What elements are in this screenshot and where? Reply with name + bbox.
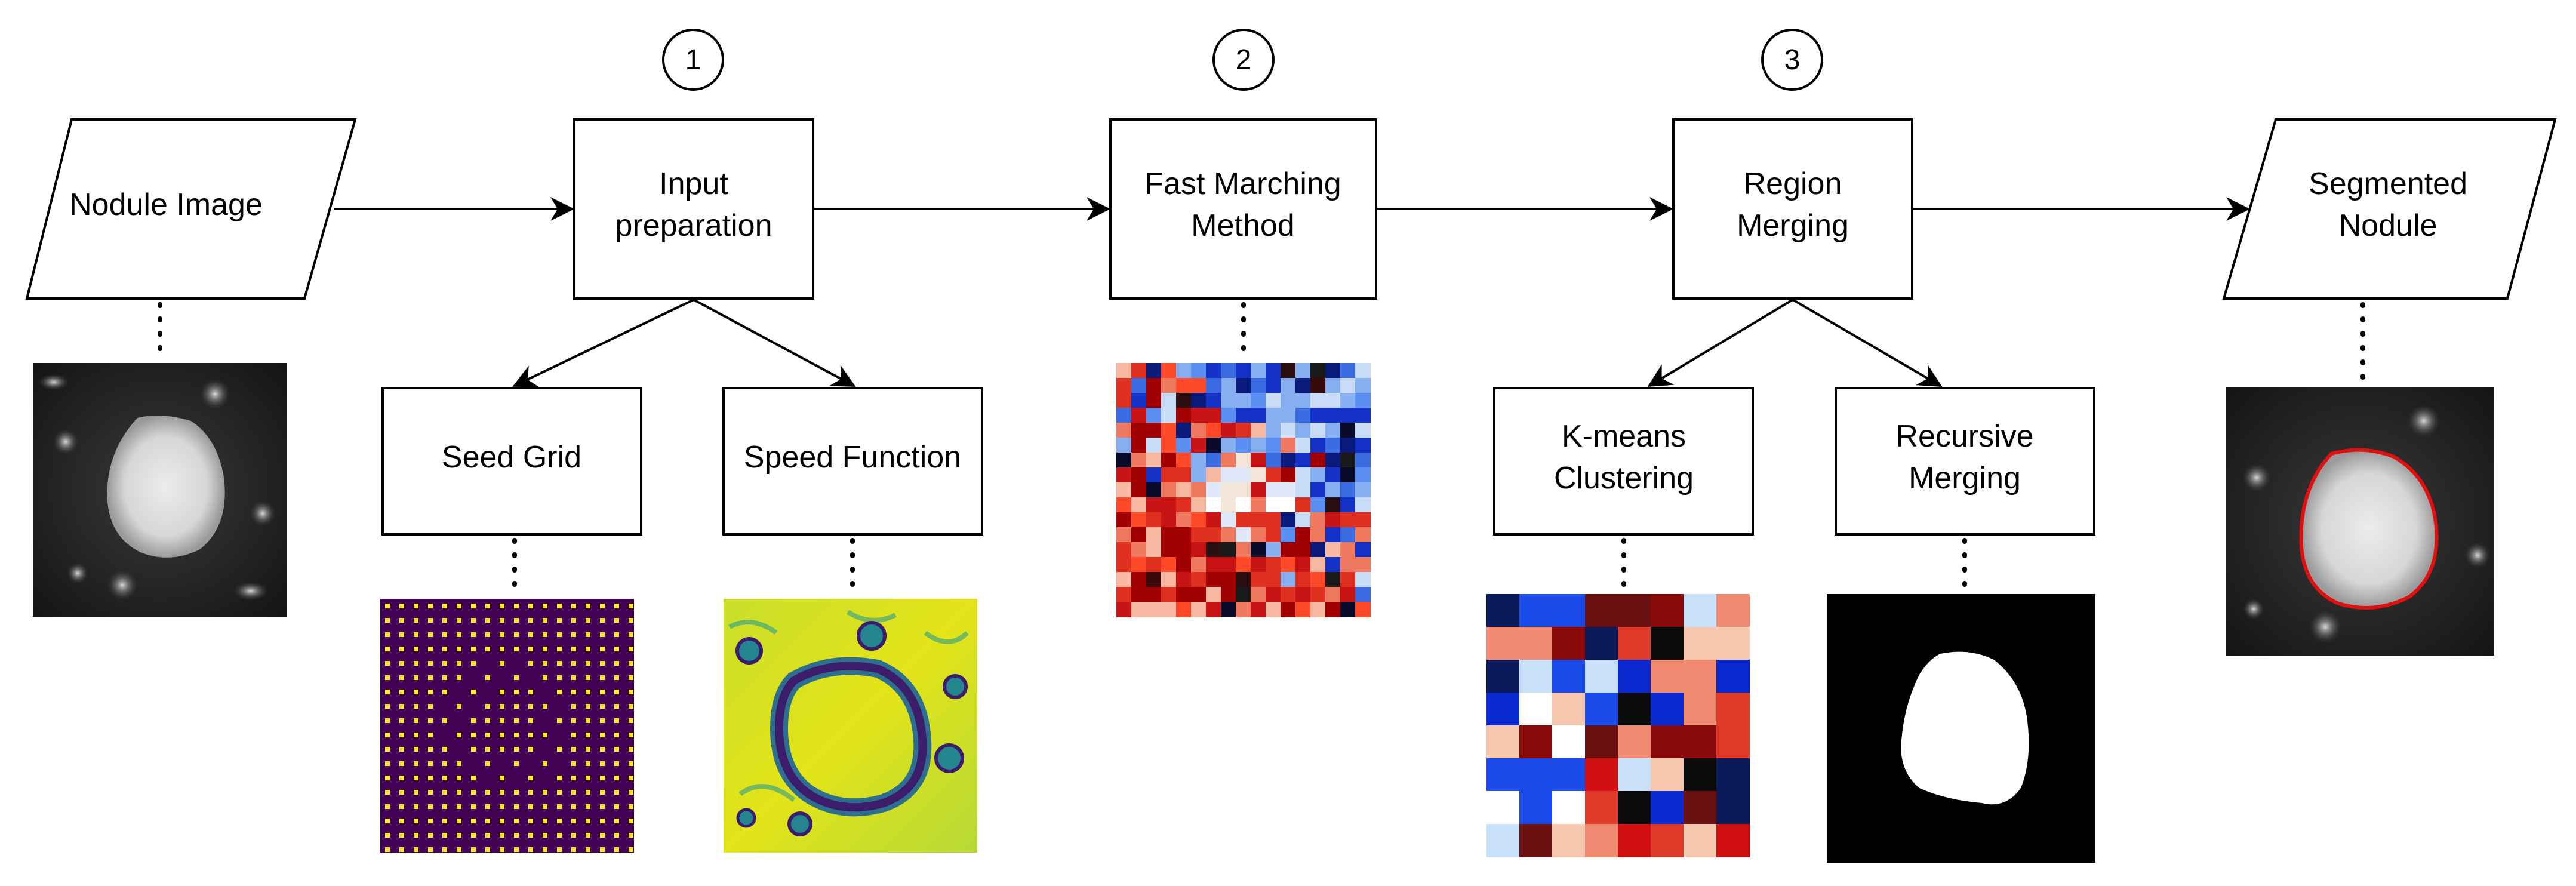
seed-grid-image — [380, 599, 634, 853]
arrow-merging-to-recursive — [1792, 299, 1943, 387]
arrow-merging-to-kmeans — [1647, 299, 1794, 387]
fast-marching-line1: Fast Marching — [1144, 167, 1341, 201]
kmeans-clustering-box: K-means Clustering — [1493, 387, 1754, 536]
nodule-image-label: Nodule Image — [69, 187, 263, 222]
kmeans-line1: K-means — [1562, 419, 1686, 454]
arrow-preparation-to-speed-function — [693, 299, 856, 387]
input-preparation-box: Input preparation — [573, 118, 814, 300]
stage-number-3-label: 3 — [1784, 44, 1801, 76]
recursive-merging-box: Recursive Merging — [1835, 387, 2095, 536]
region-merging-line1: Region — [1744, 167, 1842, 201]
speed-function-image — [724, 599, 977, 853]
recursive-line2: Merging — [1909, 461, 2021, 496]
seed-grid-label: Seed Grid — [442, 440, 581, 475]
nodule-ct-image — [33, 363, 287, 617]
stage-number-1-label: 1 — [685, 44, 701, 76]
region-merging-box: Region Merging — [1672, 118, 1913, 300]
region-merging-line2: Merging — [1737, 208, 1849, 243]
stage-number-1: 1 — [662, 29, 724, 91]
segmented-nodule-output-node: Segmented Nodule — [2222, 118, 2557, 300]
seed-grid-box: Seed Grid — [381, 387, 642, 536]
input-preparation-line2: preparation — [615, 208, 772, 243]
kmeans-clustering-image — [1486, 594, 1750, 857]
arrow-preparation-to-seed-grid — [512, 299, 694, 387]
fast-marching-image — [1116, 363, 1371, 617]
segmented-nodule-line1: Segmented — [2309, 167, 2467, 201]
stage-number-2: 2 — [1212, 29, 1275, 91]
nodule-image-input-node: Nodule Image — [25, 118, 357, 300]
fast-marching-line2: Method — [1191, 208, 1294, 243]
speed-function-label: Speed Function — [744, 440, 961, 475]
segmented-nodule-line2: Nodule — [2339, 208, 2437, 243]
kmeans-line2: Clustering — [1554, 461, 1694, 496]
stage-number-3: 3 — [1761, 29, 1823, 91]
segmented-nodule-image — [2226, 387, 2494, 656]
stage-number-2-label: 2 — [1236, 44, 1252, 76]
speed-function-box: Speed Function — [722, 387, 983, 536]
fast-marching-box: Fast Marching Method — [1109, 118, 1377, 300]
input-preparation-line1: Input — [659, 167, 728, 201]
recursive-line1: Recursive — [1895, 419, 2033, 454]
recursive-merging-mask-image — [1827, 594, 2095, 863]
